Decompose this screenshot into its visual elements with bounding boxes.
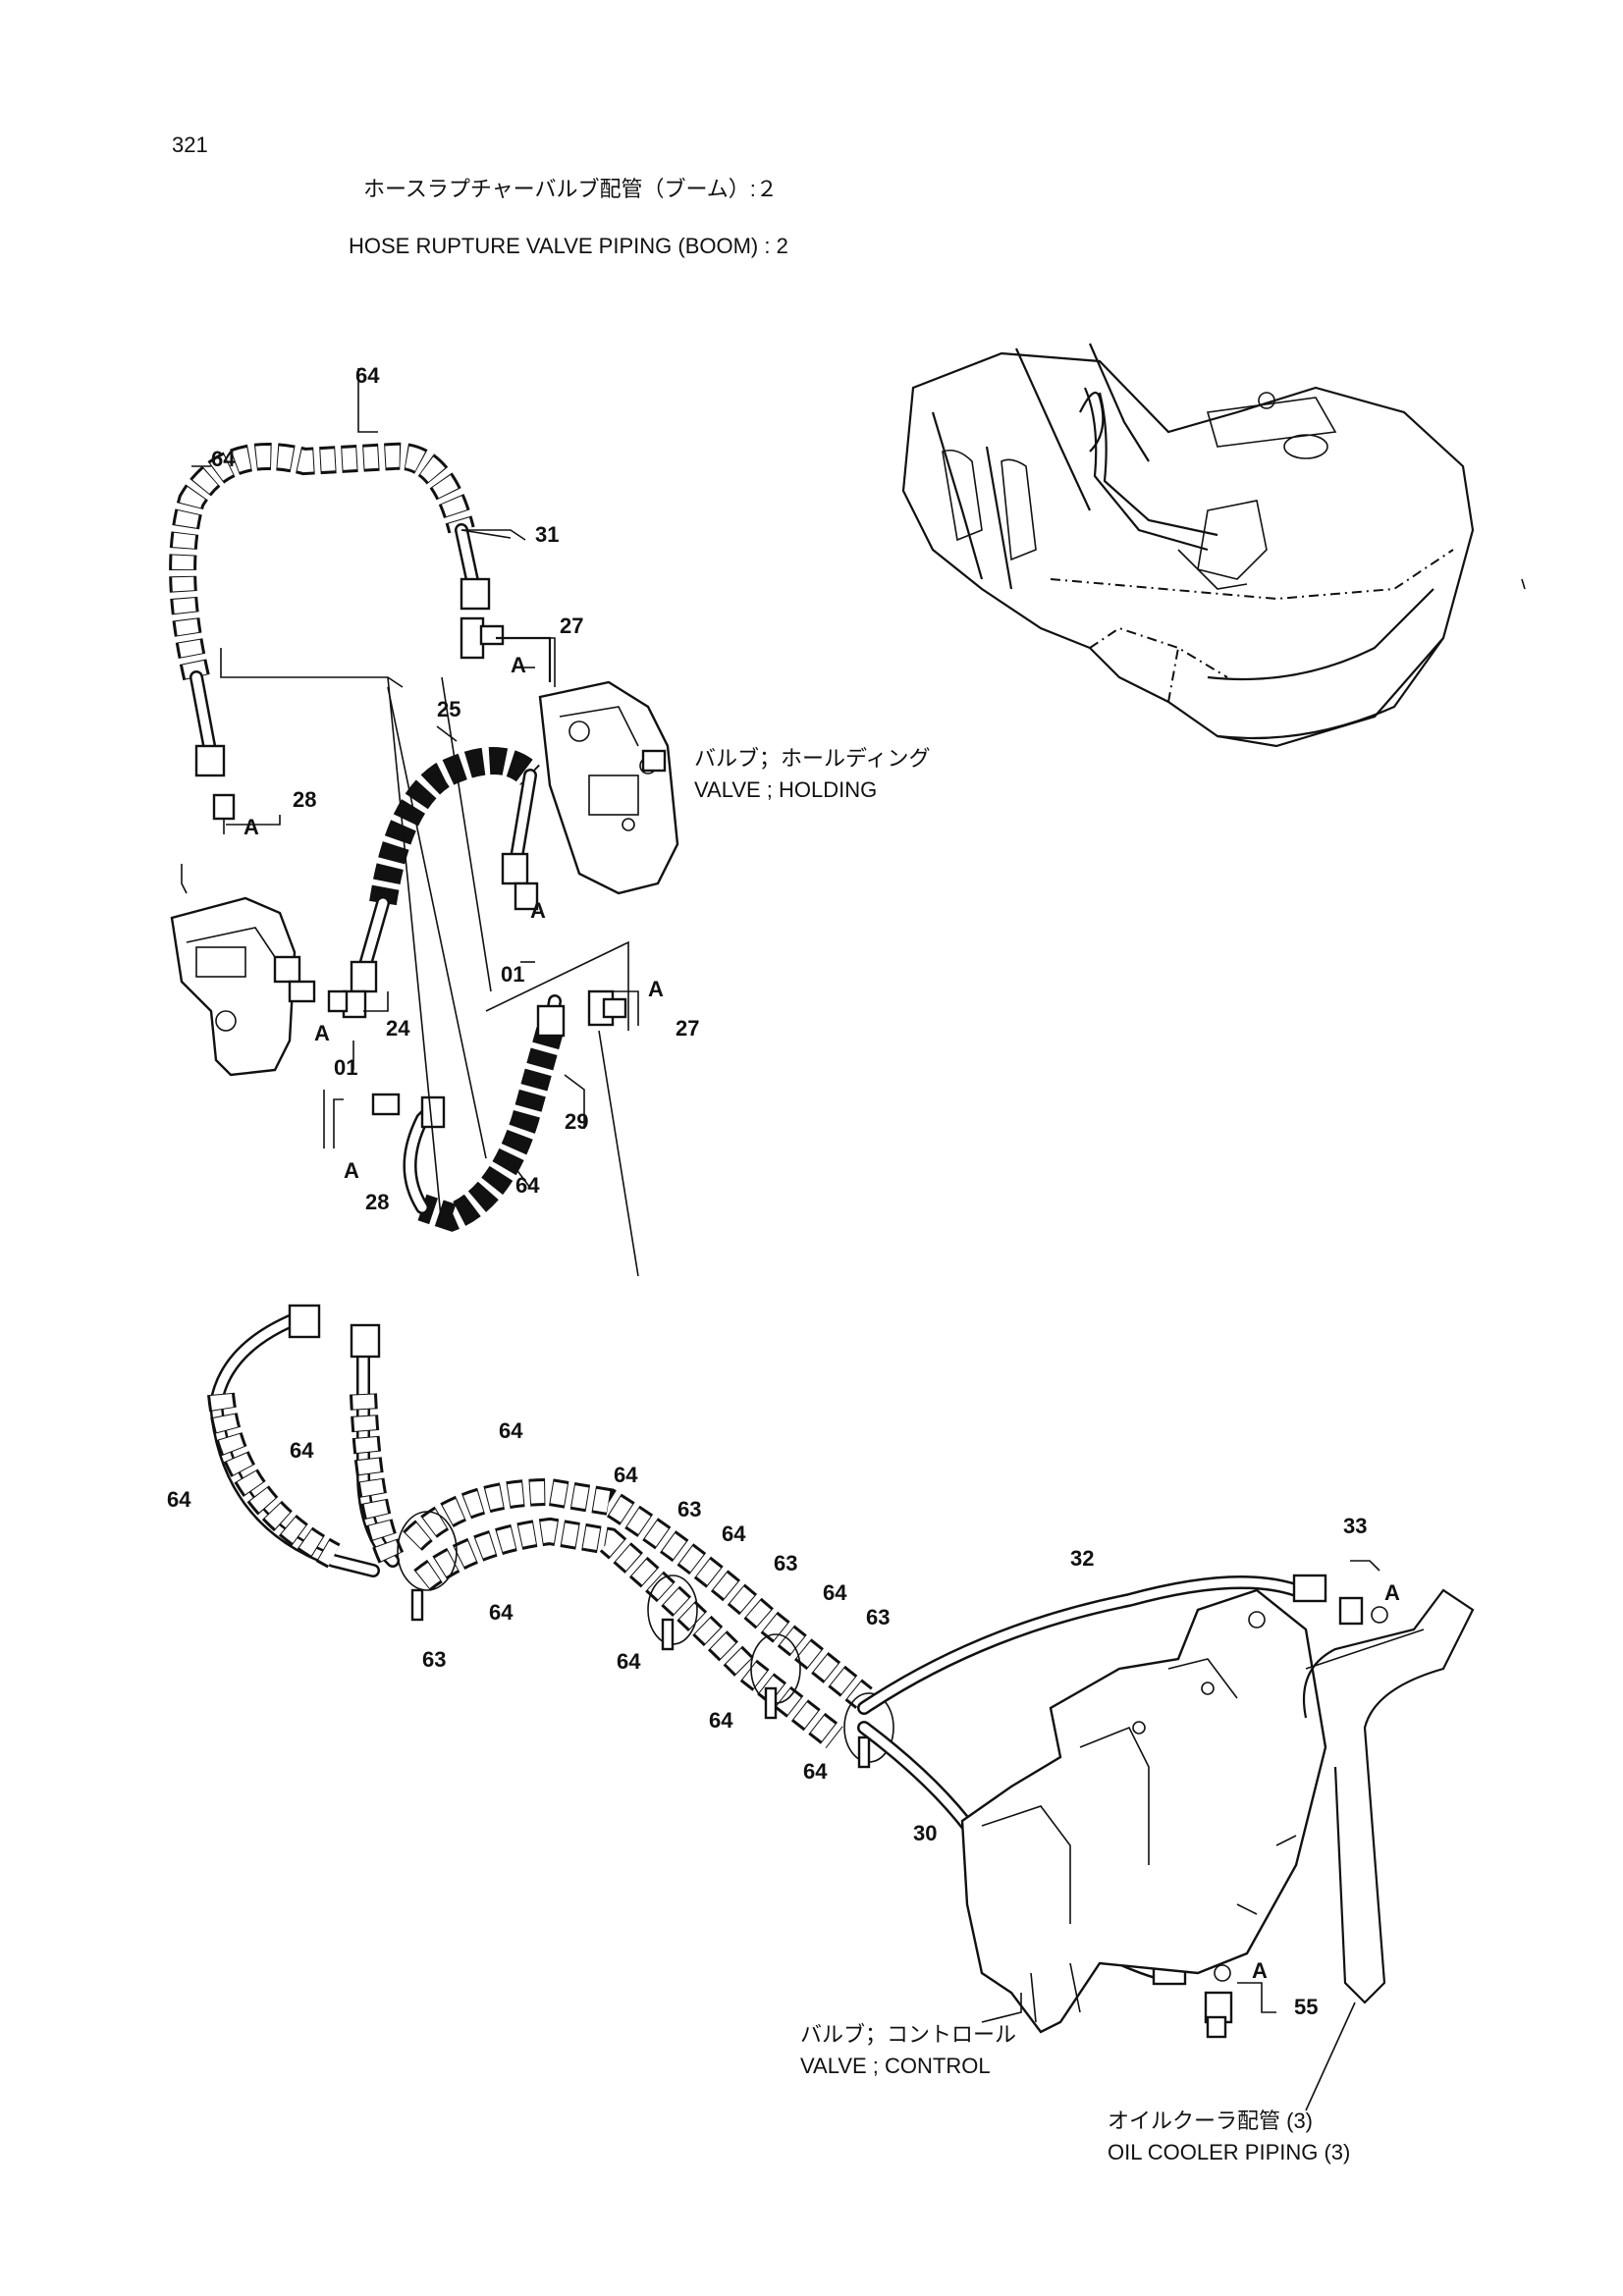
part-label: 31 xyxy=(535,522,559,547)
part-label: 64 xyxy=(722,1522,746,1546)
small-fittings xyxy=(212,793,539,1019)
part-label: 55 xyxy=(1294,1995,1318,2019)
part-label: 29 xyxy=(565,1109,588,1134)
leader-lines-upper xyxy=(181,368,639,1277)
control-valve-label-en: VALVE ; CONTROL xyxy=(800,2054,991,2078)
part-label: 63 xyxy=(422,1647,446,1672)
middle-hose-assembly xyxy=(371,989,627,1232)
holding-valve-label-en: VALVE ; HOLDING xyxy=(694,777,877,802)
part-label: 32 xyxy=(1070,1546,1094,1571)
upper-hose-assembly xyxy=(169,442,491,777)
part-label: 64 xyxy=(499,1418,523,1443)
fittings-33-55 xyxy=(981,1560,1388,2039)
part-label: 64 xyxy=(489,1600,514,1625)
holding-valve-left xyxy=(170,896,316,1077)
oil-cooler-label-en: OIL COOLER PIPING (3) xyxy=(1108,2140,1350,2164)
part-label: 64 xyxy=(823,1580,847,1605)
detail-marker-a-8: A xyxy=(1252,1958,1268,1983)
part-label: 30 xyxy=(913,1821,937,1845)
part-label: 64 xyxy=(290,1438,314,1463)
holding-valve-right xyxy=(538,680,679,895)
fitting-27-top xyxy=(460,616,552,682)
title-japanese: ホースラプチャーバルブ配管（ブーム）:２ xyxy=(363,177,778,201)
part-label: 01 xyxy=(501,962,524,987)
hose-fitting-top-right xyxy=(460,577,491,611)
part-label: 64 xyxy=(167,1487,191,1512)
part-label: 63 xyxy=(866,1605,890,1629)
part-label: 25 xyxy=(437,697,460,721)
part-label: 64 xyxy=(515,1173,540,1198)
page-number: 321 xyxy=(172,133,208,157)
oil-cooler-label-jp: オイルクーラ配管 (3) xyxy=(1108,2109,1313,2133)
oil-cooler-pipe xyxy=(1302,1588,1475,2111)
part-label: 63 xyxy=(774,1551,797,1575)
part-label: 64 xyxy=(355,363,380,388)
part-label: 64 xyxy=(617,1649,641,1674)
hose-25 xyxy=(350,747,540,993)
detail-marker-a-4: A xyxy=(314,1021,330,1045)
part-label: 63 xyxy=(677,1497,701,1522)
excavator-overview-illustration xyxy=(901,343,1526,748)
part-label: 27 xyxy=(560,614,583,638)
detail-marker-a-1: A xyxy=(511,653,526,677)
part-label: 64 xyxy=(709,1708,733,1733)
part-label: 28 xyxy=(293,787,316,812)
part-label: 64 xyxy=(614,1463,638,1487)
title-english: HOSE RUPTURE VALVE PIPING (BOOM) : 2 xyxy=(349,234,788,258)
holding-valve-label-jp: バルブ；ホールディング xyxy=(694,746,930,771)
hose-fitting-top-left xyxy=(194,744,226,777)
detail-marker-a-2: A xyxy=(243,815,259,839)
part-label: 01 xyxy=(334,1055,357,1080)
part-label: 24 xyxy=(386,1016,410,1041)
part-labels: 64 64 31 27 25 28 01 24 01 27 29 28 64 6… xyxy=(167,363,1367,2019)
part-label: 28 xyxy=(365,1190,389,1214)
detail-marker-a-7: A xyxy=(1384,1580,1400,1605)
detail-marker-a-6: A xyxy=(344,1158,359,1183)
part-label: 64 xyxy=(803,1759,828,1784)
component-callouts: バルブ；ホールディング VALVE ; HOLDING バルブ；コントロール V… xyxy=(694,746,1350,2164)
detail-marker-a-5: A xyxy=(648,977,664,1001)
control-valve-body xyxy=(960,1588,1327,2034)
control-valve-label-jp: バルブ；コントロール xyxy=(800,2022,1016,2047)
detail-marker-a-3: A xyxy=(530,898,546,923)
part-label: 33 xyxy=(1343,1514,1367,1538)
part-label: 64 xyxy=(211,447,236,471)
part-label: 27 xyxy=(676,1016,699,1041)
